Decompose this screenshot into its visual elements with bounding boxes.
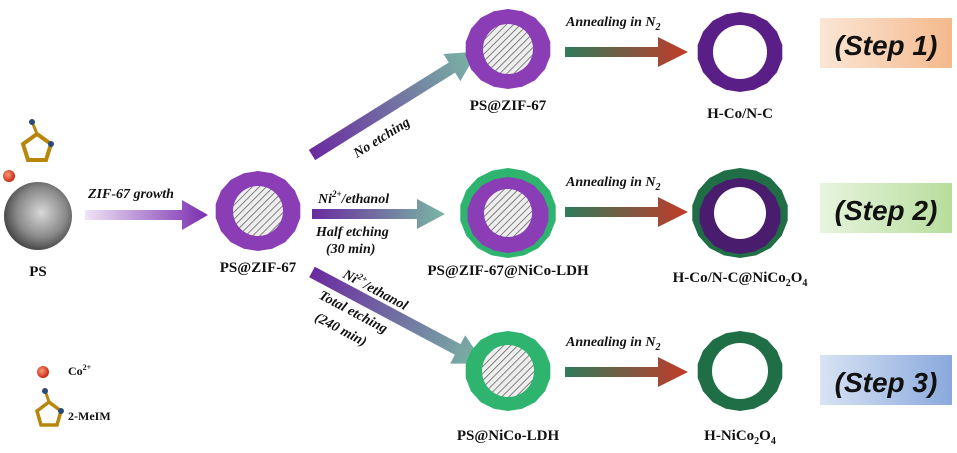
label-ps-zif67-center: PS@ZIF-67 [220,260,297,276]
arrow-annealing-2 [565,197,688,227]
annotation-annealing-2: Annealing in N2 [565,175,660,193]
particle-ps-zif67-nico-ldh [460,168,556,258]
annotation-annealing-1: Annealing in N2 [565,15,660,33]
step-1-box: (Step 1) [820,18,952,68]
arrow-half-etching [312,199,445,229]
label-h-con-c: H-Co/N-C [707,106,773,122]
label-h-nico2o4: H-NiCo2O4 [704,428,776,447]
step-2-box: (Step 2) [820,183,952,233]
particle-h-con-c [697,12,783,92]
ligand-icon [20,119,54,162]
step-3-box: (Step 3) [820,355,952,405]
label-h-con-c-nico2o4: H-Co/N-C@NiCo2O4 [673,270,808,289]
ps-sphere [4,182,72,250]
label-ps-nico-ldh: PS@NiCo-LDH [457,428,560,444]
legend-ligand-label: 2-MeIM [68,409,111,423]
annotation-annealing-3: Annealing in N2 [565,335,660,353]
annotation-half-etching: Half etching [315,225,389,240]
label-ps-zif67-nico-ldh: PS@ZIF-67@NiCo-LDH [427,263,589,279]
annotation-half-time: (30 min) [326,242,375,257]
label-ps-zif67-top: PS@ZIF-67 [470,98,547,114]
arrow-total-etching [309,266,485,364]
annotation-ni-ethanol-half: Ni2+/ethanol [317,189,389,207]
particle-ps-zif67-center [215,171,301,251]
step-2-label: (Step 2) [835,195,938,226]
annotation-zif-growth: ZIF-67 growth [87,187,174,202]
legend-co-label: Co2+ [68,363,92,378]
label-ps: PS [29,264,47,280]
particle-h-con-c-nico2o4 [692,168,788,258]
co-ion-sphere [3,170,15,182]
arrow-zif-growth [85,200,208,230]
arrow-annealing-1 [565,37,688,67]
step-3-label: (Step 3) [835,367,938,398]
arrow-annealing-3 [565,357,688,387]
legend-co-icon [37,366,49,378]
legend-ligand-icon [34,388,64,427]
particle-ps-zif67-top [465,9,551,89]
arrow-no-etching [308,51,478,161]
particle-ps-nico-ldh [465,331,551,411]
particle-h-nico2o4 [697,331,783,411]
step-1-label: (Step 1) [835,30,938,61]
